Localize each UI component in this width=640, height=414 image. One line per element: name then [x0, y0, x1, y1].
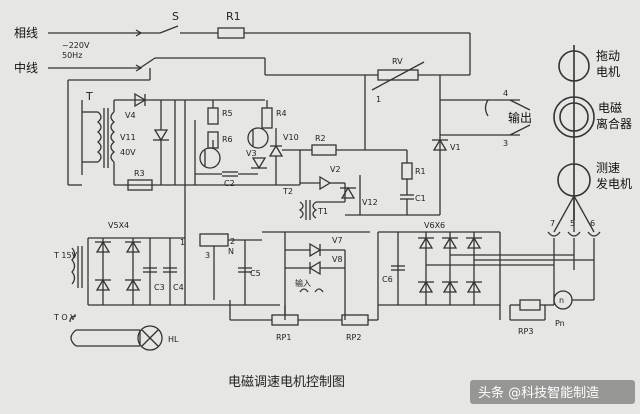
- label-RP3: RP3: [518, 327, 533, 336]
- label-RV: RV: [392, 57, 403, 66]
- label-V3: V3: [246, 149, 257, 158]
- label-C4: C4: [173, 283, 184, 292]
- pin-7: 7: [550, 219, 555, 228]
- label-C6: C6: [382, 275, 393, 284]
- label-V7: V7: [332, 236, 343, 245]
- label-C2: C2: [224, 179, 235, 188]
- diagram-caption: 电磁调速电机控制图: [228, 375, 345, 390]
- label-V10: V10: [283, 133, 299, 142]
- label-V1: V1: [450, 143, 461, 152]
- pin-3: 3: [503, 139, 508, 148]
- label-RP1: RP1: [276, 333, 291, 342]
- label-V2: V2: [330, 165, 341, 174]
- label-input: 输入: [295, 278, 311, 288]
- label-R2: R2: [315, 134, 326, 143]
- label-V6X6: V6X6: [424, 221, 445, 230]
- label-V5X4: V5X4: [108, 221, 129, 230]
- label-HL: HL: [168, 335, 179, 344]
- label-R3: R3: [134, 169, 145, 178]
- label-R4: R4: [276, 109, 287, 118]
- output-label: 输出: [508, 110, 532, 125]
- pin-4: 4: [503, 89, 508, 98]
- phase-line-label: 相线: [14, 26, 38, 40]
- label-n: n: [559, 296, 564, 305]
- label-RP2: RP2: [346, 333, 361, 342]
- label-V8: V8: [332, 255, 343, 264]
- pin-5: 5: [570, 219, 575, 228]
- node-3: 3: [205, 251, 210, 260]
- label-C1: C1: [415, 194, 426, 203]
- label-V4: V4: [125, 111, 136, 120]
- motor-assembly: [547, 45, 601, 305]
- drag-motor-line2: 电机: [596, 65, 620, 79]
- label-S: S: [172, 10, 179, 23]
- node-1b: 1: [376, 95, 381, 104]
- label-V12: V12: [362, 198, 378, 207]
- clutch-line1: 电磁: [598, 100, 622, 115]
- input-stage: [229, 231, 379, 326]
- label-T1: T1: [317, 207, 328, 216]
- label-Pn: Pn: [555, 319, 565, 328]
- label-V11: V11: [120, 133, 136, 142]
- pulse-circuit: [298, 80, 440, 220]
- label-TOV: T O V: [53, 313, 76, 322]
- voltage-label: ~220V: [62, 41, 90, 50]
- trigger-circuit: [175, 99, 301, 186]
- tach-line2: 发电机: [596, 176, 632, 191]
- neutral-line-label: 中线: [14, 60, 38, 75]
- node-2: 2: [230, 237, 235, 246]
- dc-supply: [71, 100, 280, 306]
- clutch-line2: 离合器: [596, 116, 632, 131]
- label-T15V: T 15V: [53, 251, 78, 260]
- tach-line1: 测速: [596, 161, 620, 175]
- node-1: 1: [180, 238, 185, 247]
- bridge-V6X6: [378, 231, 594, 321]
- watermark-text: 头条 @科技智能制造: [478, 385, 599, 401]
- label-R1: R1: [226, 10, 241, 23]
- label-R5: R5: [222, 109, 233, 118]
- label-R6: R6: [222, 135, 233, 144]
- label-40V: 40V: [120, 148, 136, 157]
- frequency-label: 50Hz: [62, 51, 82, 60]
- drag-motor-line1: 拖动: [596, 49, 620, 63]
- indicator-lamp: [69, 315, 163, 351]
- label-N: N: [228, 247, 234, 256]
- pin-6: 6: [590, 219, 595, 228]
- labels: 相线 中线 ~220V 50Hz S R1 T V4 V11 40V R3 R5…: [14, 10, 632, 390]
- power-stage: [265, 61, 531, 215]
- label-T: T: [85, 90, 93, 103]
- label-R1b: R1: [415, 167, 426, 176]
- watermark: 头条 @科技智能制造: [470, 380, 635, 404]
- label-T2: T2: [282, 187, 293, 196]
- label-C3: C3: [154, 283, 165, 292]
- label-C5: C5: [250, 269, 261, 278]
- rectifier-V4-V11: [127, 92, 176, 191]
